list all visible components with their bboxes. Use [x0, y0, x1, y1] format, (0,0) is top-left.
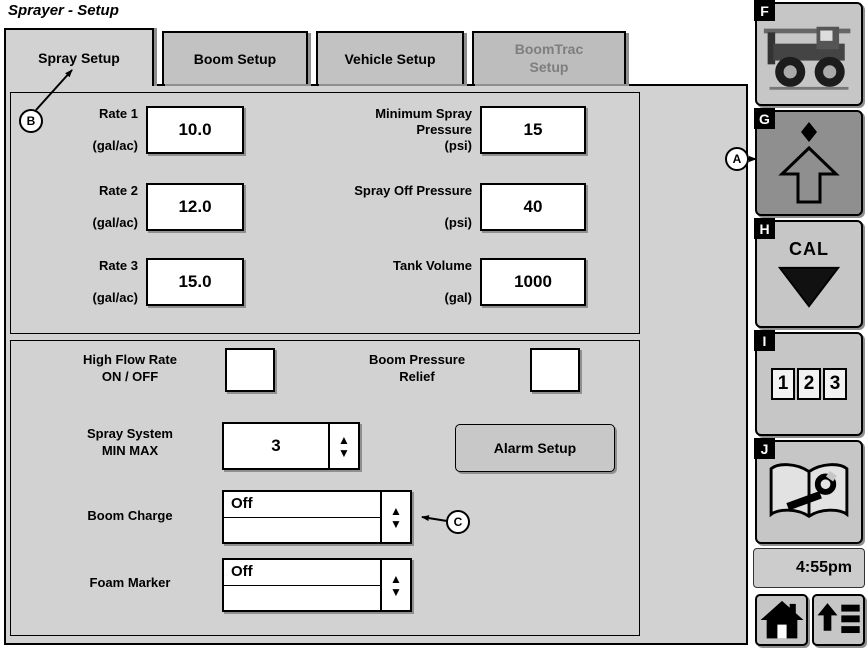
softkey-f-sprayer-button[interactable]	[755, 2, 863, 106]
rate-3-label: Rate 3 (gal/ac)	[92, 258, 138, 306]
cal-label: CAL	[789, 238, 829, 259]
high-flow-rate-label: High Flow Rate ON / OFF	[83, 352, 177, 384]
spray-system-min-max-value: 3	[271, 436, 281, 455]
tab-boomtrac-setup-label: BoomTrac Setup	[514, 41, 584, 75]
dropdown-divider	[224, 517, 380, 518]
rate-1-label: Rate 1 (gal/ac)	[92, 106, 138, 154]
shift-up-arrow-icon	[778, 122, 840, 204]
spin-up-icon[interactable]: ▲	[390, 571, 402, 586]
tab-spray-setup-label: Spray Setup	[38, 50, 120, 66]
softkey-letter-h: H	[754, 218, 775, 239]
clock-display: 4:55pm	[753, 548, 865, 588]
foam-marker-label: Foam Marker	[89, 575, 171, 590]
softkey-h-cal-button[interactable]: CAL	[755, 220, 863, 328]
softkey-letter-g: G	[754, 108, 775, 129]
controls-section	[10, 340, 640, 636]
home-icon	[760, 600, 803, 639]
numeric-keypad-icon: 1 2 3	[771, 368, 847, 400]
foam-marker-dropdown[interactable]: Off ▲ ▼	[222, 558, 412, 612]
spray-off-pressure-input[interactable]: 40	[480, 183, 586, 231]
boom-charge-dropdown[interactable]: Off ▲ ▼	[222, 490, 412, 544]
tab-boom-setup-label: Boom Setup	[193, 50, 277, 67]
main-panel	[4, 84, 748, 645]
boom-pressure-relief-checkbox[interactable]	[530, 348, 580, 392]
cal-down-triangle-icon	[777, 266, 841, 308]
rates-section	[10, 92, 640, 334]
rate-2-input[interactable]: 12.0	[146, 183, 244, 231]
boom-charge-spin-buttons[interactable]: ▲ ▼	[380, 492, 410, 542]
boom-charge-label: Boom Charge	[87, 508, 173, 523]
softkey-letter-f: F	[754, 0, 775, 21]
up-arrow-list-icon	[817, 603, 860, 634]
spray-system-min-max-stepper[interactable]: 3 ▲ ▼	[222, 422, 360, 470]
spin-up-icon[interactable]: ▲	[390, 503, 402, 518]
spray-system-min-max-spin-buttons[interactable]: ▲ ▼	[328, 424, 358, 468]
tab-spray-setup[interactable]: Spray Setup	[4, 28, 154, 86]
foam-marker-value: Off	[231, 563, 253, 580]
rate-2-label: Rate 2 (gal/ac)	[92, 183, 138, 231]
tab-boom-setup[interactable]: Boom Setup	[162, 31, 308, 84]
rate-3-input[interactable]: 15.0	[146, 258, 244, 306]
page-up-menu-button[interactable]	[812, 594, 865, 646]
boom-pressure-relief-label: Boom Pressure Relief	[368, 352, 466, 384]
softkey-letter-i: I	[754, 330, 775, 351]
boom-charge-value: Off	[231, 495, 253, 512]
tank-volume-input[interactable]: 1000	[480, 258, 586, 306]
spin-up-icon[interactable]: ▲	[338, 432, 350, 447]
page-title: Sprayer - Setup	[8, 2, 119, 19]
spray-off-pressure-label: Spray Off Pressure (psi)	[354, 183, 472, 231]
tab-vehicle-setup[interactable]: Vehicle Setup	[316, 31, 464, 84]
tank-volume-label: Tank Volume (gal)	[393, 258, 472, 306]
minimum-spray-pressure-input[interactable]: 15	[480, 106, 586, 154]
manual-book-wrench-icon	[769, 463, 849, 519]
spin-down-icon[interactable]: ▼	[390, 516, 402, 531]
softkey-letter-j: J	[754, 438, 775, 459]
alarm-setup-button[interactable]: Alarm Setup	[455, 424, 615, 472]
high-flow-rate-checkbox[interactable]	[225, 348, 275, 392]
tab-vehicle-setup-label: Vehicle Setup	[344, 50, 436, 67]
tab-boomtrac-setup: BoomTrac Setup	[472, 31, 626, 84]
minimum-spray-pressure-label: Minimum Spray Pressure (psi)	[375, 106, 472, 154]
spin-down-icon[interactable]: ▼	[338, 445, 350, 460]
dropdown-divider	[224, 585, 380, 586]
spray-system-min-max-label: Spray System MIN MAX	[87, 426, 173, 458]
foam-marker-spin-buttons[interactable]: ▲ ▼	[380, 560, 410, 610]
rate-1-input[interactable]: 10.0	[146, 106, 244, 154]
spin-down-icon[interactable]: ▼	[390, 584, 402, 599]
home-button[interactable]	[755, 594, 808, 646]
sprayer-vehicle-icon	[763, 26, 851, 90]
